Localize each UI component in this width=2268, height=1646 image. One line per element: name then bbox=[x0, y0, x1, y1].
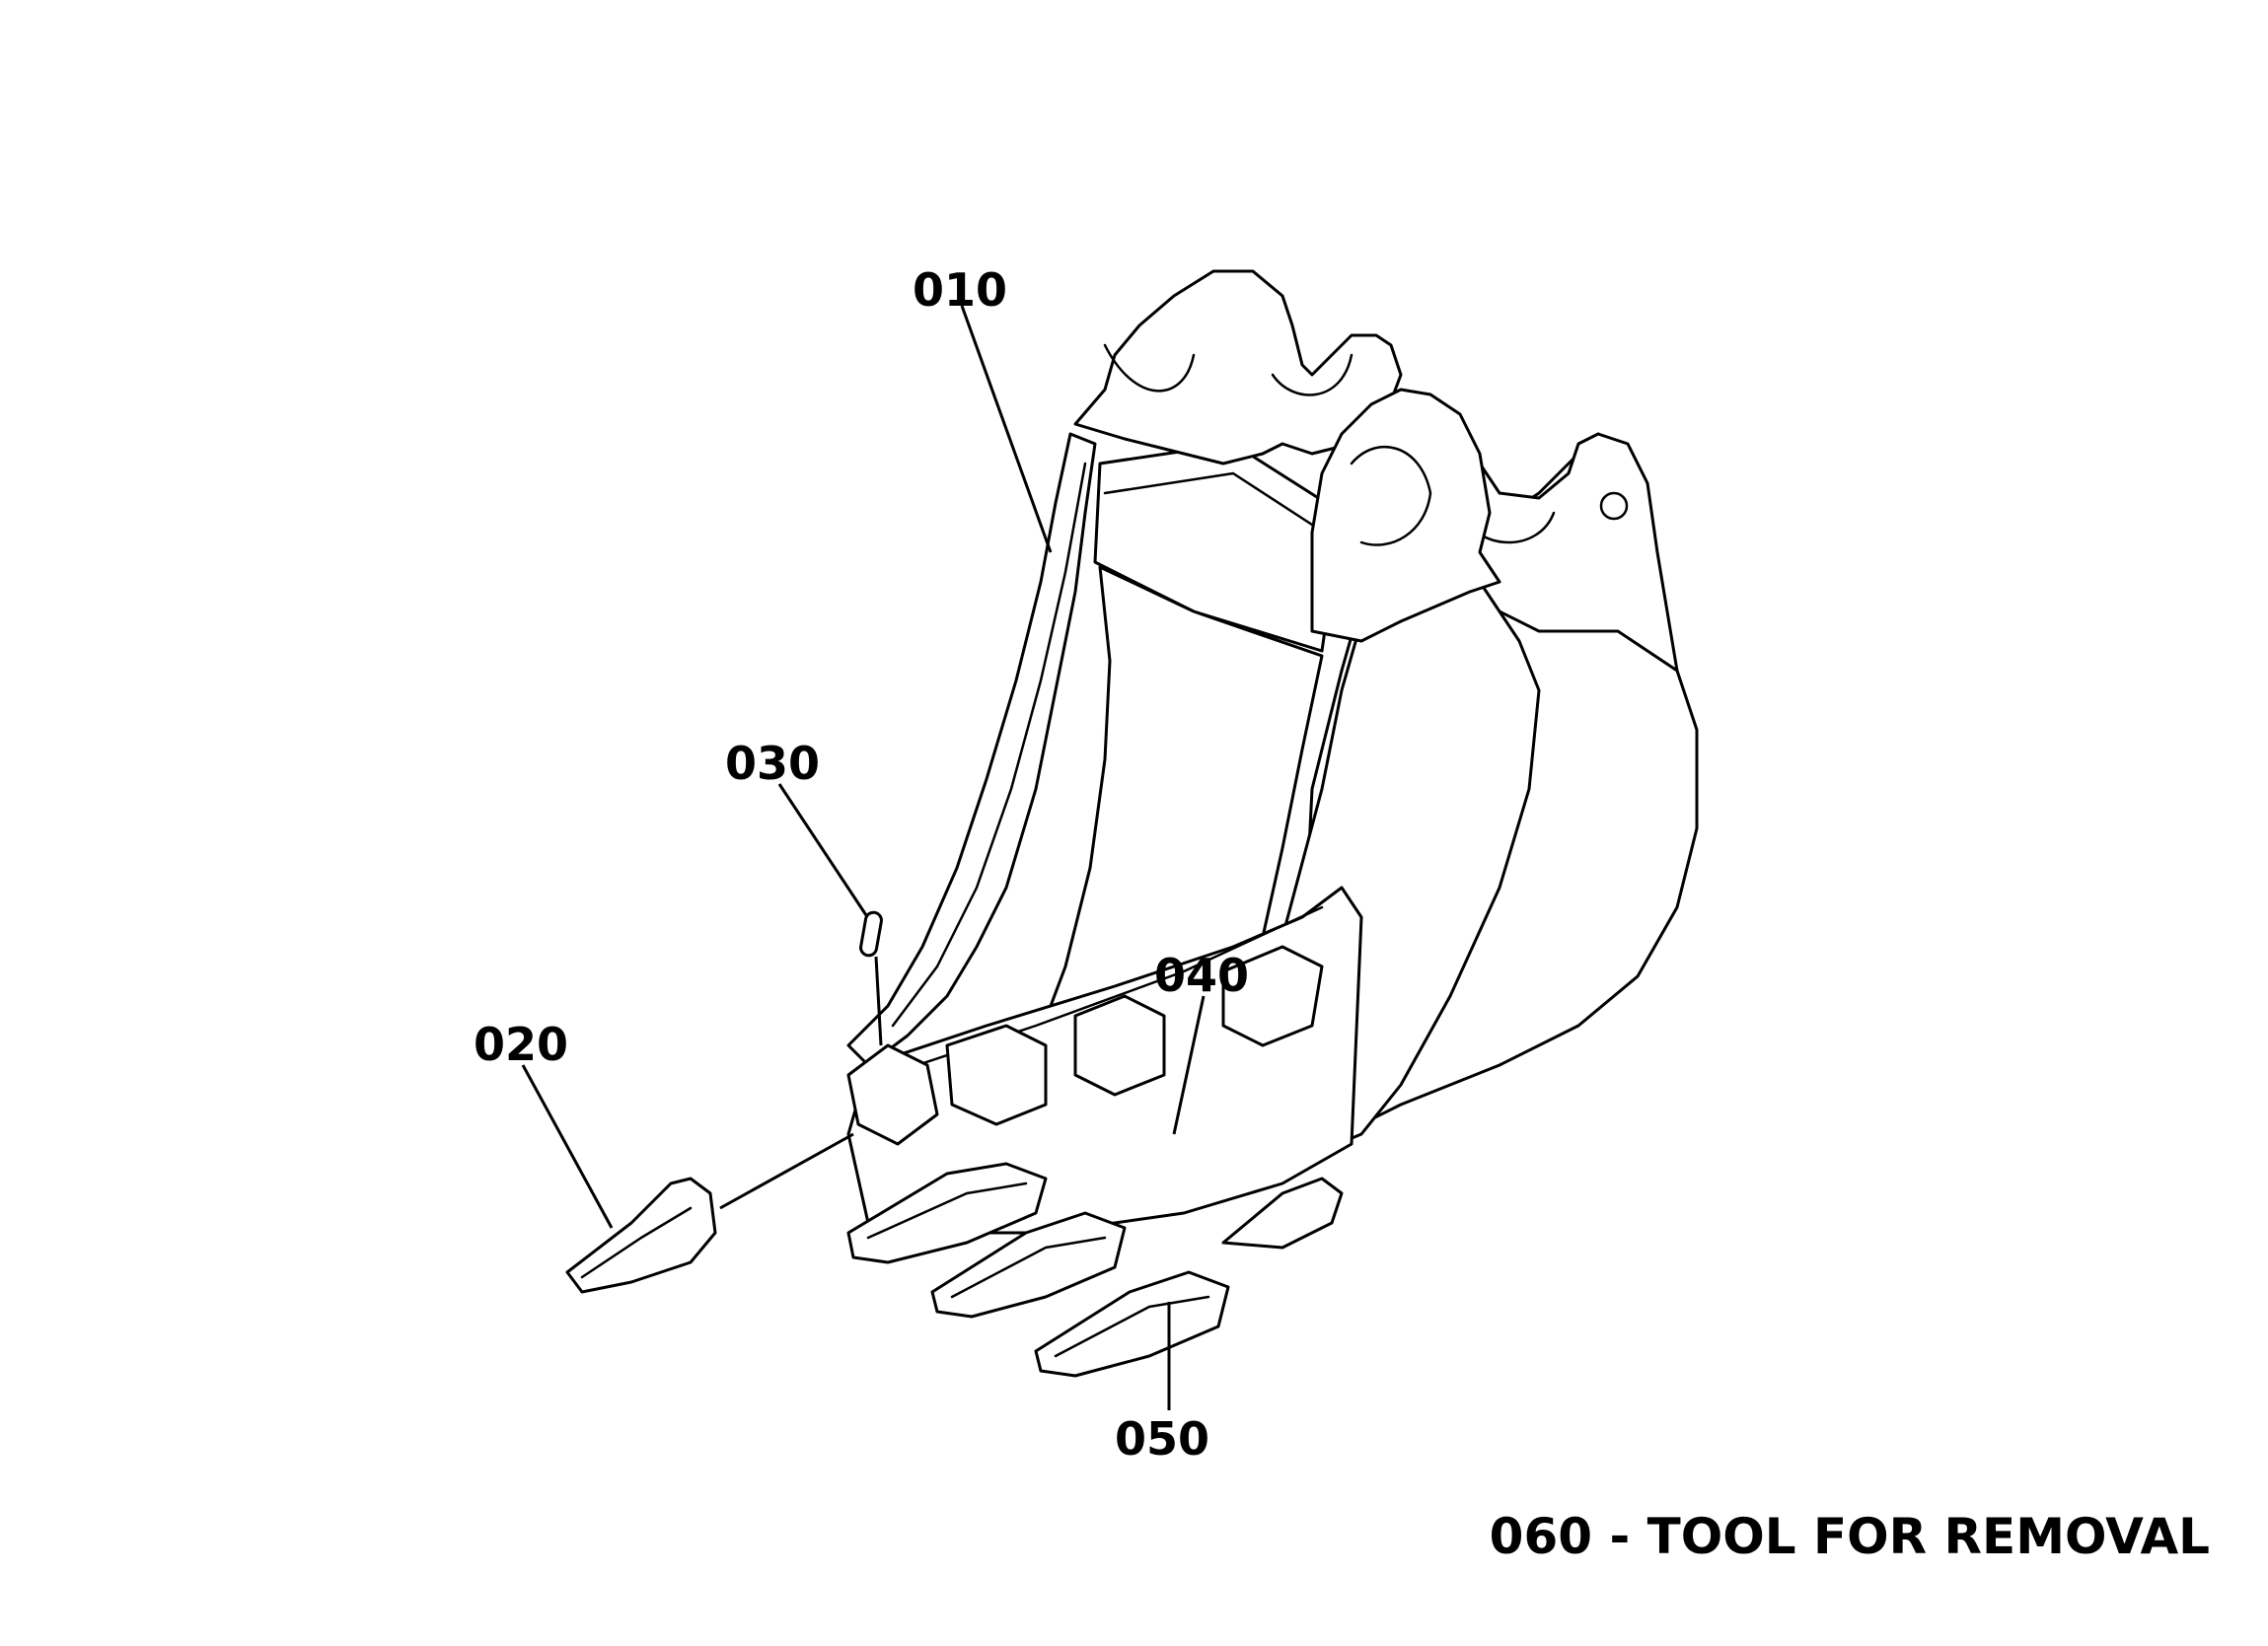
left-ear-notch bbox=[1271, 353, 1353, 396]
pin-030 bbox=[859, 910, 883, 958]
adapter-center bbox=[945, 1024, 1048, 1126]
assembly-line-020 bbox=[719, 1132, 854, 1210]
bucket-center-ear bbox=[1310, 388, 1501, 643]
bucket-left-arm bbox=[846, 432, 1097, 1067]
callout-040: 040 bbox=[1154, 949, 1249, 1002]
exploded-tooth bbox=[565, 1177, 717, 1294]
tooth-020 bbox=[565, 1177, 717, 1294]
adapter-far-right bbox=[1221, 945, 1324, 1047]
tooth-2-ridge bbox=[950, 1236, 1107, 1299]
tooth-2 bbox=[930, 1211, 1127, 1319]
leader-010 bbox=[960, 305, 1053, 553]
bucket-body bbox=[846, 269, 1699, 1235]
leader-lines bbox=[521, 305, 1206, 1410]
left-arm-inner-edge bbox=[891, 462, 1087, 1028]
callout-010: 010 bbox=[913, 263, 1007, 317]
cross-member-edge bbox=[1103, 471, 1334, 539]
bucket-teeth bbox=[846, 1162, 1344, 1378]
bucket-right-ear bbox=[1448, 432, 1679, 673]
retainer-pin bbox=[859, 910, 883, 958]
leader-030 bbox=[777, 783, 868, 916]
leader-020 bbox=[521, 1064, 614, 1229]
tooth-020-ridge bbox=[580, 1206, 693, 1279]
tooth-3-ridge bbox=[1054, 1295, 1210, 1358]
callout-050: 050 bbox=[1115, 1412, 1209, 1466]
callout-020: 020 bbox=[474, 1018, 568, 1071]
callout-030: 030 bbox=[725, 737, 820, 790]
left-ear-hook bbox=[1103, 343, 1196, 393]
adapter-left bbox=[846, 1043, 939, 1146]
tooth-3 bbox=[1034, 1270, 1230, 1378]
note-tool-for-removal: 060 - TOOL FOR REMOVAL bbox=[1490, 1508, 2210, 1565]
center-ear-hook bbox=[1350, 446, 1432, 546]
callout-labels: 010 030 020 040 050 bbox=[474, 263, 1249, 1466]
bucket-left-ear bbox=[1073, 269, 1403, 465]
tooth-far-right bbox=[1221, 1177, 1344, 1250]
assembly-line-030 bbox=[874, 956, 883, 1046]
tooth-1-ridge bbox=[866, 1181, 1028, 1240]
right-ear-pin-hole bbox=[1599, 491, 1629, 521]
leader-040 bbox=[1172, 995, 1206, 1135]
adapter-right bbox=[1073, 994, 1166, 1097]
